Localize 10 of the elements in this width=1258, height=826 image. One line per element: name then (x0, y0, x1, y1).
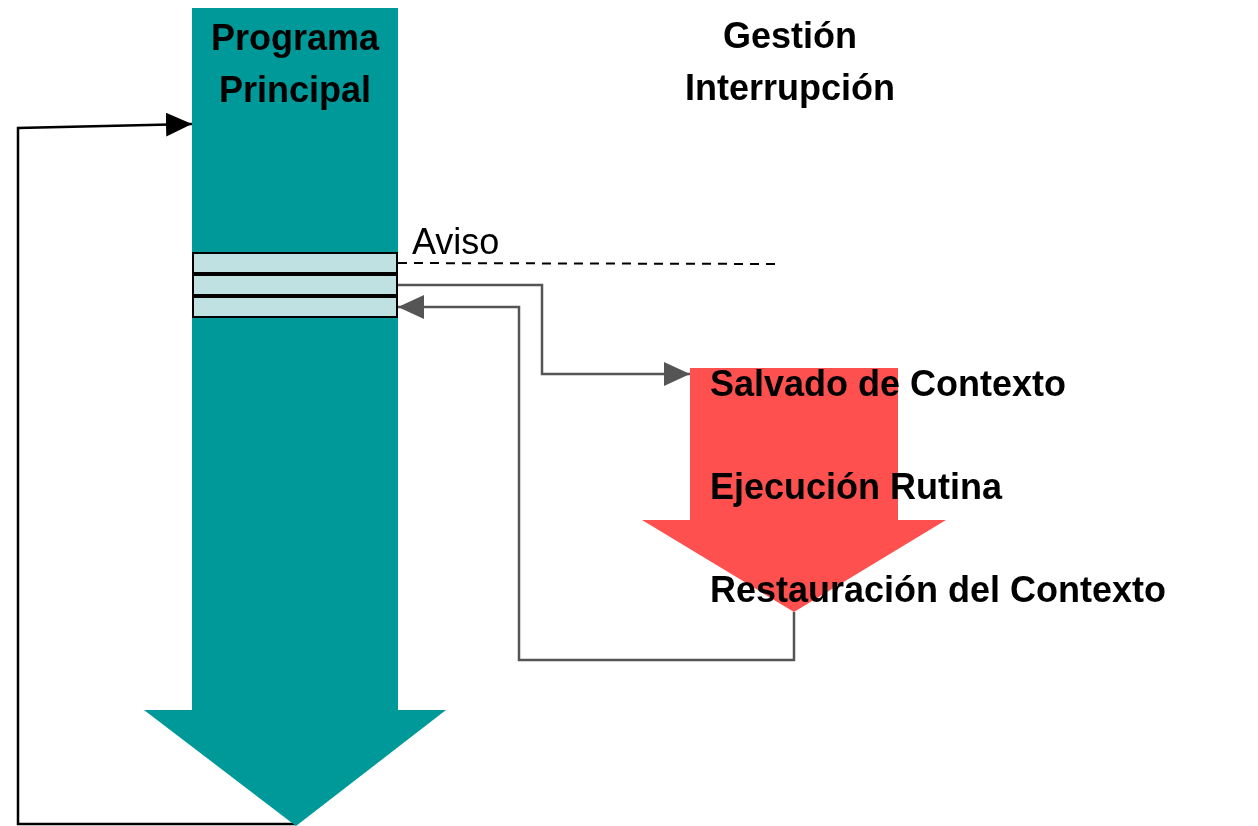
edge-label: Aviso (412, 222, 500, 262)
heading: Programa Principal (209, 16, 381, 112)
arrow (16, 112, 296, 826)
instruction-box (192, 274, 398, 296)
arrow (398, 283, 690, 386)
instruction-box (192, 252, 398, 274)
title-text: Gestión Interrupción (684, 14, 896, 110)
instruction-box (192, 296, 398, 318)
dashed-line (397, 262, 776, 265)
arrow (398, 295, 796, 662)
